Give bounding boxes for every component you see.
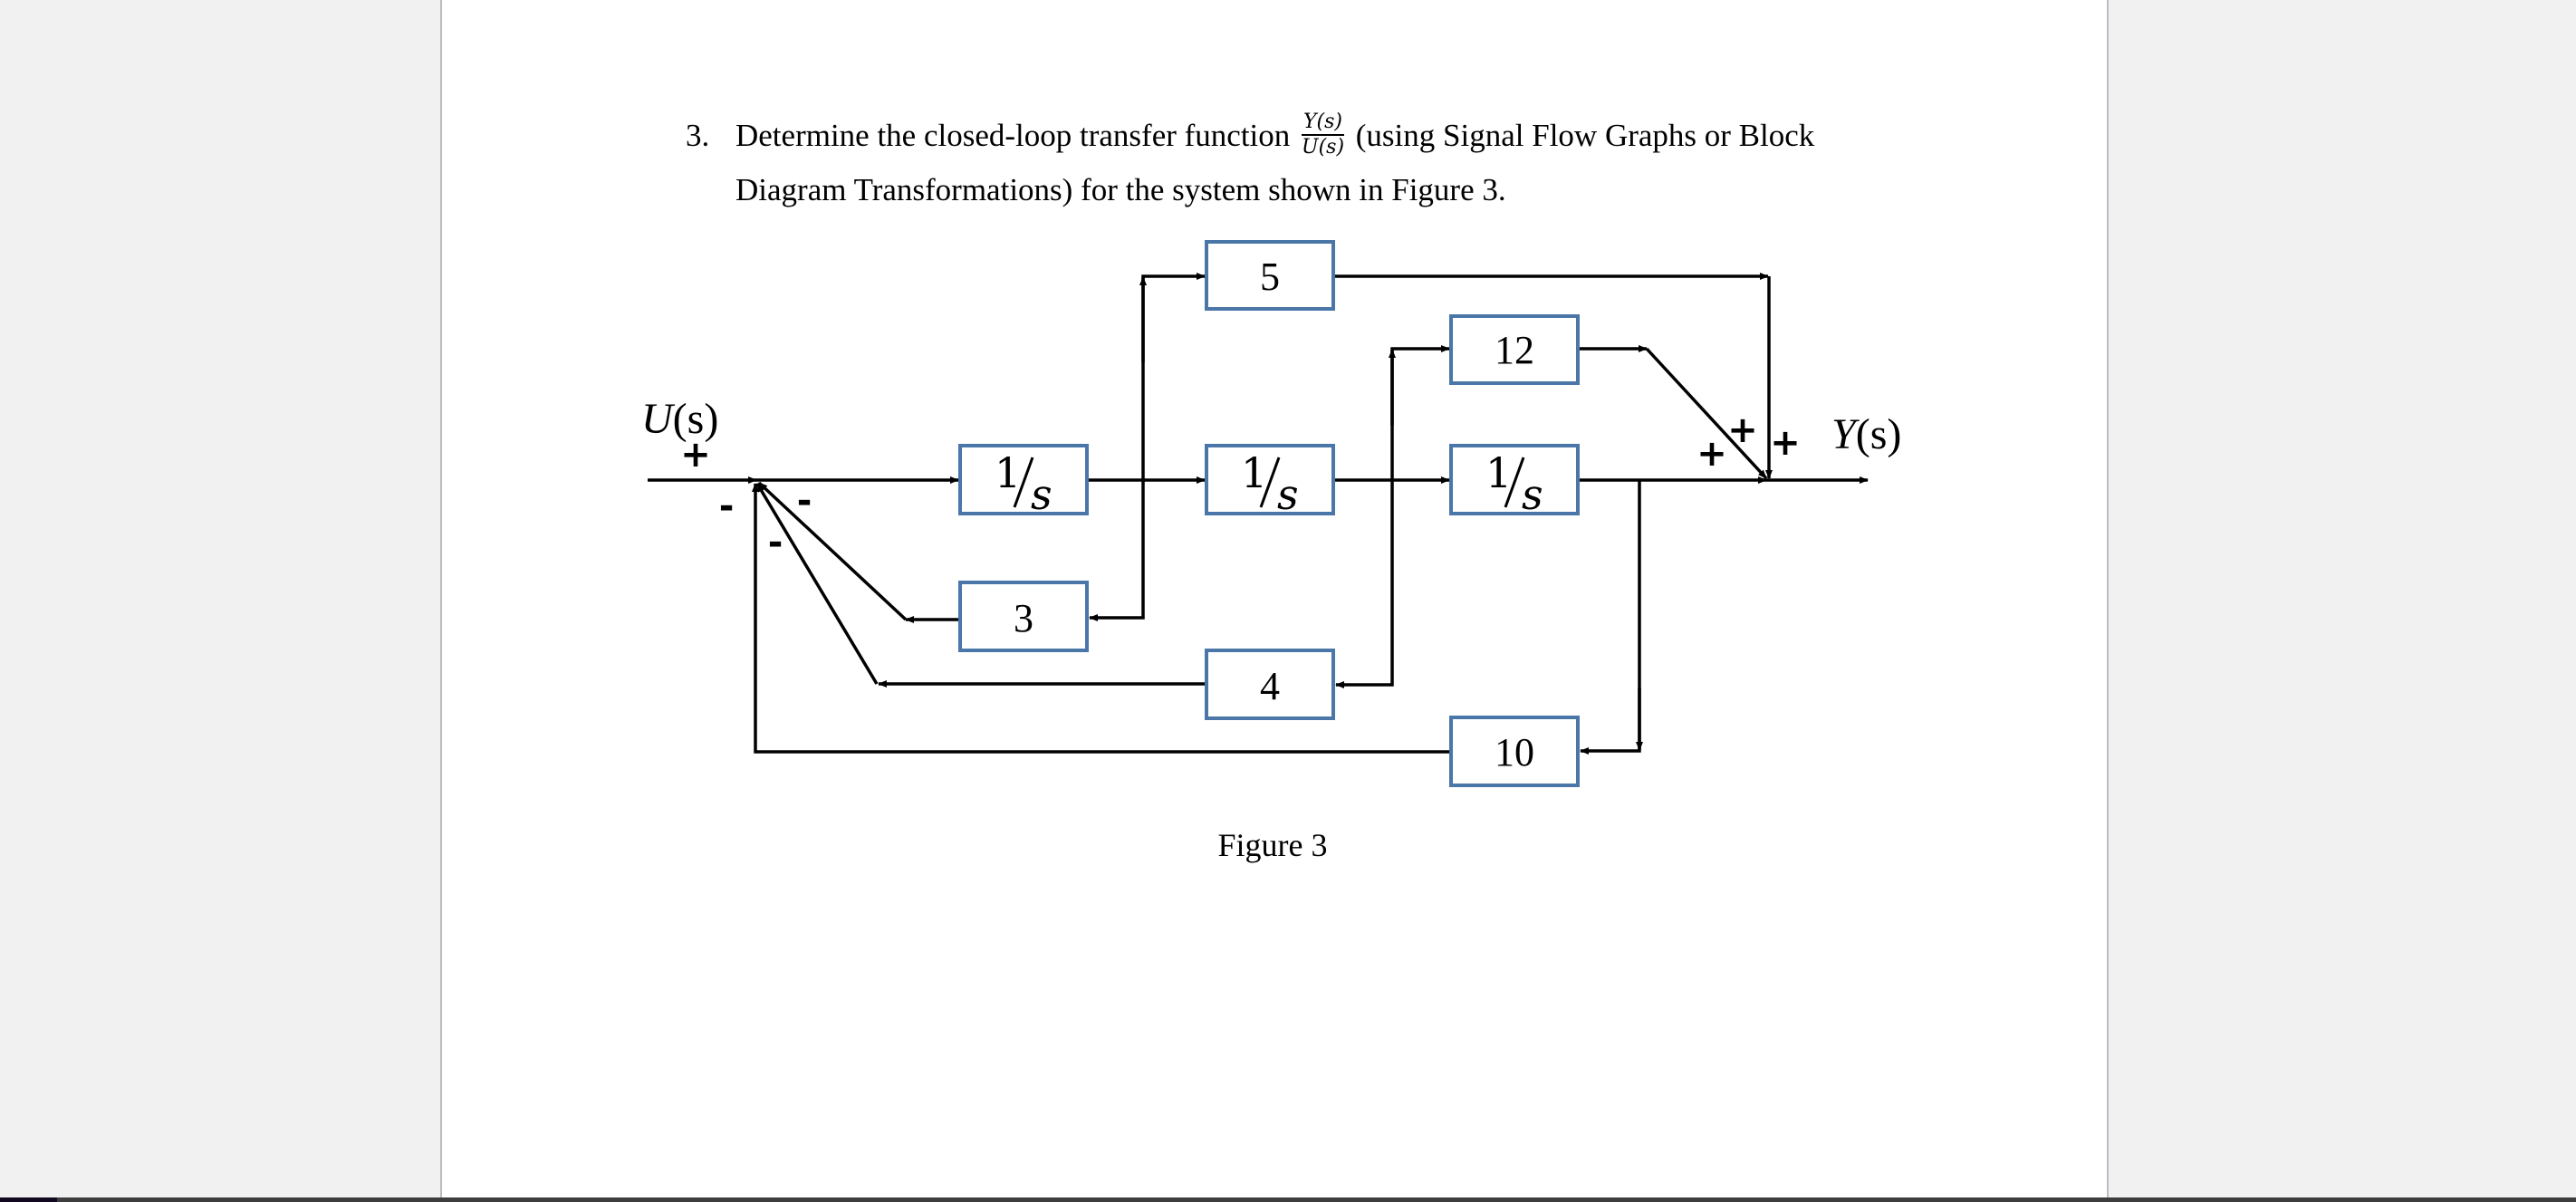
sign-feedback-4-minus: - bbox=[768, 522, 783, 563]
int3-den: s bbox=[1522, 470, 1543, 519]
block-gain-3-label: 3 bbox=[1014, 596, 1033, 640]
int1-slash bbox=[1013, 457, 1034, 508]
sign-feedback-3-minus: - bbox=[797, 480, 812, 522]
question-line-2: Diagram Transformations) for the system … bbox=[735, 172, 1506, 207]
block-gain-4 bbox=[1205, 649, 1335, 720]
wire-gain3-diagonal bbox=[757, 481, 908, 621]
wire-to-gain10 bbox=[1580, 480, 1641, 755]
fraction-denominator: U(s) bbox=[1302, 135, 1345, 159]
int2-den: s bbox=[1277, 470, 1299, 519]
block-gain-4-label: 4 bbox=[1260, 664, 1280, 708]
transfer-function-fraction: Y(s) U(s) bbox=[1302, 111, 1345, 159]
int3-num: 1 bbox=[1485, 448, 1512, 497]
block-gain-5-label: 5 bbox=[1260, 255, 1280, 299]
wire-to-gain3 bbox=[1089, 480, 1145, 621]
int2-slash bbox=[1259, 457, 1281, 508]
sign-gain12-plus: + bbox=[1727, 409, 1758, 451]
bottom-bar-segment bbox=[0, 1197, 57, 1202]
figure-caption: Figure 3 bbox=[1218, 827, 1328, 863]
question-line-1: Determine the closed-loop transfer funct… bbox=[735, 109, 1814, 163]
wire-gain4-diagonal bbox=[755, 483, 879, 685]
document-page bbox=[440, 0, 2109, 1197]
question-number: 3. bbox=[686, 118, 710, 153]
wire-to-gain12 bbox=[1390, 345, 1450, 480]
wire-to-gain5 bbox=[1141, 273, 1206, 480]
wire-to-gain4 bbox=[1335, 480, 1394, 688]
int1-num: 1 bbox=[995, 448, 1021, 497]
wire-gain10-to-sum bbox=[752, 483, 1451, 754]
block-gain-12-label: 12 bbox=[1495, 328, 1534, 372]
block-gain-10 bbox=[1449, 716, 1580, 787]
block-gain-12 bbox=[1449, 314, 1580, 385]
block-gain-5 bbox=[1205, 240, 1335, 311]
int3-slash bbox=[1504, 457, 1525, 508]
sign-input-plus: + bbox=[680, 434, 711, 476]
block-gain-3 bbox=[958, 581, 1089, 652]
output-signal-label: Y(s) bbox=[1831, 410, 1901, 458]
block-gain-10-label: 10 bbox=[1495, 730, 1534, 774]
fraction-numerator: Y(s) bbox=[1302, 111, 1345, 136]
sign-direct-plus: + bbox=[1697, 433, 1727, 475]
sign-feedback-10-minus: - bbox=[719, 486, 735, 527]
question-text-part1: Determine the closed-loop transfer funct… bbox=[735, 118, 1291, 153]
integrator-2-label: 1 s bbox=[1241, 448, 1299, 519]
int2-num: 1 bbox=[1241, 448, 1267, 497]
wire-gain12-diagonal bbox=[1645, 347, 1768, 480]
sign-gain5-plus: + bbox=[1770, 422, 1801, 464]
bottom-bar bbox=[0, 1197, 2576, 1202]
integrator-3-label: 1 s bbox=[1485, 448, 1543, 519]
integrator-1-label: 1 s bbox=[995, 448, 1053, 519]
input-signal-label: U(s) bbox=[641, 395, 718, 443]
int1-den: s bbox=[1031, 470, 1053, 519]
question-text-part2: (using Signal Flow Graphs or Block bbox=[1355, 118, 1815, 153]
